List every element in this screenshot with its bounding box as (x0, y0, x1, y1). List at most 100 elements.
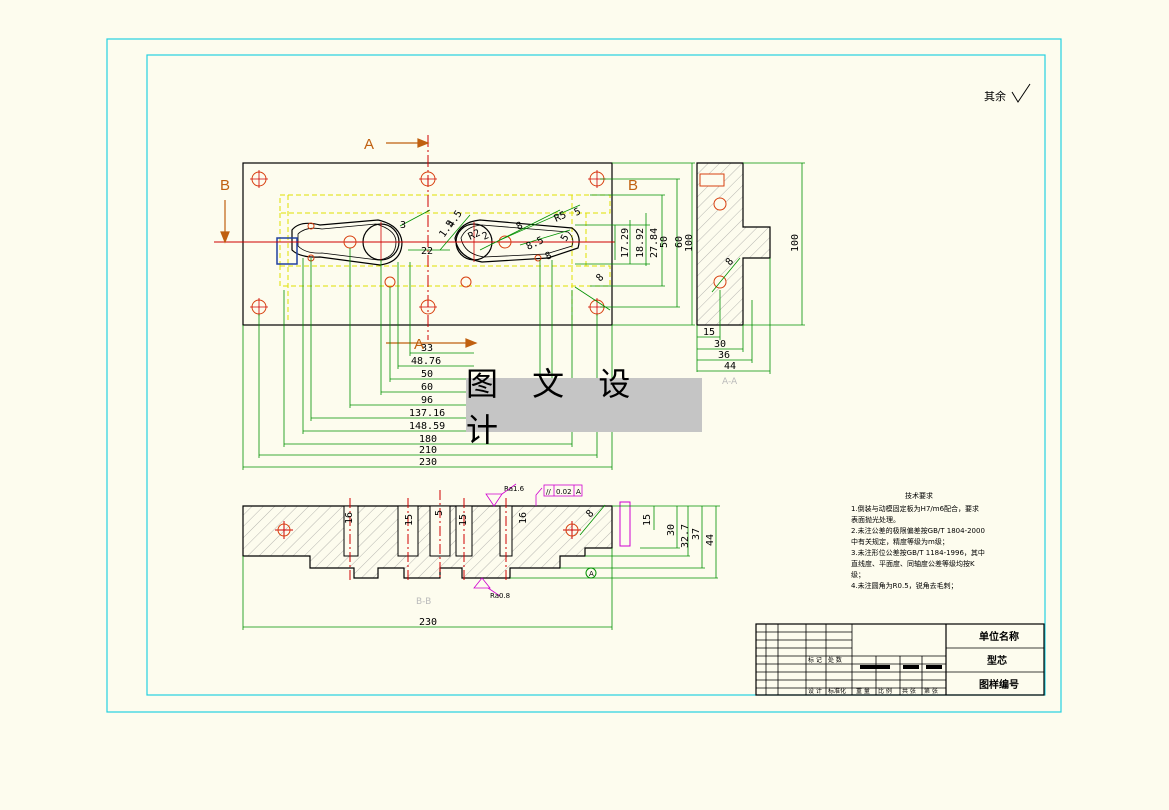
note-line-3: 2.未注公差的极限偏差按GB/T 1804-2000 (851, 526, 985, 535)
note-line-5: 3.未注形位公差按GB/T 1184-1996，其中 (851, 548, 985, 557)
watermark: 图 文 设 计 (466, 365, 702, 449)
section-pocket-1 (343, 505, 359, 557)
dim-210: 210 (419, 445, 437, 456)
right-cavity (454, 219, 580, 263)
drawing-number: 图样编号 (979, 678, 1019, 691)
roughness-mark-bottom-icon (473, 577, 501, 597)
roughness-mark-top-icon (485, 483, 517, 507)
section-a-label-bottom: A (414, 336, 424, 353)
tolerance-frame (535, 484, 583, 506)
sec-dim-230: 230 (419, 617, 437, 628)
note-line-2: 表面抛光处理。 (851, 515, 900, 524)
title-block (755, 623, 1045, 696)
dim-50-v: 50 (659, 236, 670, 248)
sec-dim-16-a: 16 (344, 512, 355, 524)
hole-mr (498, 235, 512, 249)
side-view: 15 30 36 44 100 8 A-A (696, 162, 805, 387)
side-dim-44: 44 (724, 361, 736, 372)
side-view-outline (696, 162, 771, 326)
pin-hole-1 (307, 222, 315, 230)
sec-dim-5: 5 (434, 510, 445, 516)
dim-22: 22 (421, 246, 433, 257)
tb-cell-14: 第 张 (924, 687, 938, 695)
side-dim-100: 100 (790, 234, 801, 252)
section-outline (242, 505, 613, 579)
front-bottom-dims (242, 248, 613, 470)
dim-18-92: 18.92 (635, 228, 646, 258)
inner-frame (146, 54, 1046, 696)
dim-60-v: 60 (674, 236, 685, 248)
section-view: 16 15 5 15 16 15 30 32.7 37 44 230 8 // … (242, 483, 720, 630)
dim-27-84: 27.84 (649, 228, 660, 258)
dim-8-5: 8.5 (525, 235, 546, 253)
sec-dim-15-a: 15 (404, 514, 415, 526)
tb-cell-5: 设 计 (808, 687, 822, 695)
section-aa-label: A-A (722, 377, 738, 387)
section-hole-left (277, 523, 291, 537)
dim-17-29: 17.29 (620, 228, 631, 258)
notes-title: 技术要求 (905, 491, 933, 500)
dim-8-a: 8 (515, 220, 525, 233)
sec-dim-30: 30 (666, 524, 677, 536)
dim-5-a: 5 (559, 233, 572, 244)
dim-2: 2 (481, 230, 491, 243)
title-block-bar-2 (903, 665, 919, 669)
note-line-1: 1.倒装与动模固定板为H7/m6配合，要求 (851, 504, 979, 513)
dim-8-b: 8 (544, 250, 554, 263)
tolerance-symbol: // (546, 488, 551, 496)
section-hole-right (565, 523, 579, 537)
dim-50: 50 (421, 369, 433, 380)
sec-dim-37: 37 (691, 528, 702, 540)
note-line-7: 级； (851, 570, 865, 579)
roughness-mark-top: Ra1.6 (504, 485, 525, 493)
left-end-slot (276, 237, 298, 265)
side-slot (699, 173, 725, 187)
dim-148-59: 148.59 (409, 421, 445, 432)
dim-100-v: 100 (684, 234, 695, 252)
pin-hole-3 (534, 254, 542, 262)
datum-label: A (589, 570, 594, 578)
note-line-8: 4.未注圆角为R0.5，锐角去毛刺； (851, 581, 958, 590)
side-hole-1 (713, 197, 727, 211)
tb-cell-0: 标 记 (808, 656, 822, 664)
tb-cell-1: 处 数 (828, 656, 842, 664)
tb-cell-6: 标准化 (828, 687, 846, 695)
roughness-symbol-icon (1011, 83, 1031, 103)
dim-96: 96 (421, 395, 433, 406)
section-bb-label: B-B (416, 597, 431, 607)
section-pocket-6 (619, 501, 631, 547)
right-cavity-inner (460, 224, 574, 258)
datum-circle (585, 567, 597, 579)
sec-dim-44: 44 (705, 534, 716, 546)
side-dim-36: 36 (718, 350, 730, 361)
tb-cell-13: 共 张 (902, 687, 916, 695)
dim-5-b: 5 (573, 206, 583, 219)
dim-180: 180 (419, 434, 437, 445)
note-line-6: 直线度、平面度、同轴度公差等级均按K (851, 559, 975, 568)
sec-dim-15-c: 15 (642, 514, 653, 526)
dim-3: 3 (400, 220, 406, 231)
side-dim-hole: 8 (724, 256, 736, 268)
section-b-label-left: B (220, 177, 230, 194)
dim-137-16: 137.16 (409, 408, 445, 419)
roughness-mark-bottom: Ra0.8 (490, 592, 510, 600)
dim-r2: R2 (467, 228, 483, 243)
tb-cell-11: 重 量 (856, 687, 870, 695)
roughness-note: 其余 (984, 89, 1006, 103)
tolerance-datum: A (576, 488, 581, 496)
note-line-4: 中有关规定，精度等级为m级； (851, 537, 949, 546)
dim-8-c: 8 (594, 272, 606, 284)
part-name: 型芯 (987, 654, 1007, 667)
front-view: A A B B (214, 135, 695, 470)
sec-dim-15-b: 15 (458, 514, 469, 526)
sec-dim-32-7: 32.7 (680, 524, 691, 548)
section-a-label-top: A (364, 136, 374, 153)
tolerance-value: 0.02 (556, 488, 572, 496)
sec-dim-16-b: 16 (518, 512, 529, 524)
dim-48-76: 48.76 (411, 356, 441, 367)
dim-60: 60 (421, 382, 433, 393)
title-block-bar-1 (860, 665, 890, 669)
unit-name: 单位名称 (979, 630, 1019, 643)
dim-33: 33 (421, 343, 433, 354)
outer-frame (106, 38, 1062, 713)
